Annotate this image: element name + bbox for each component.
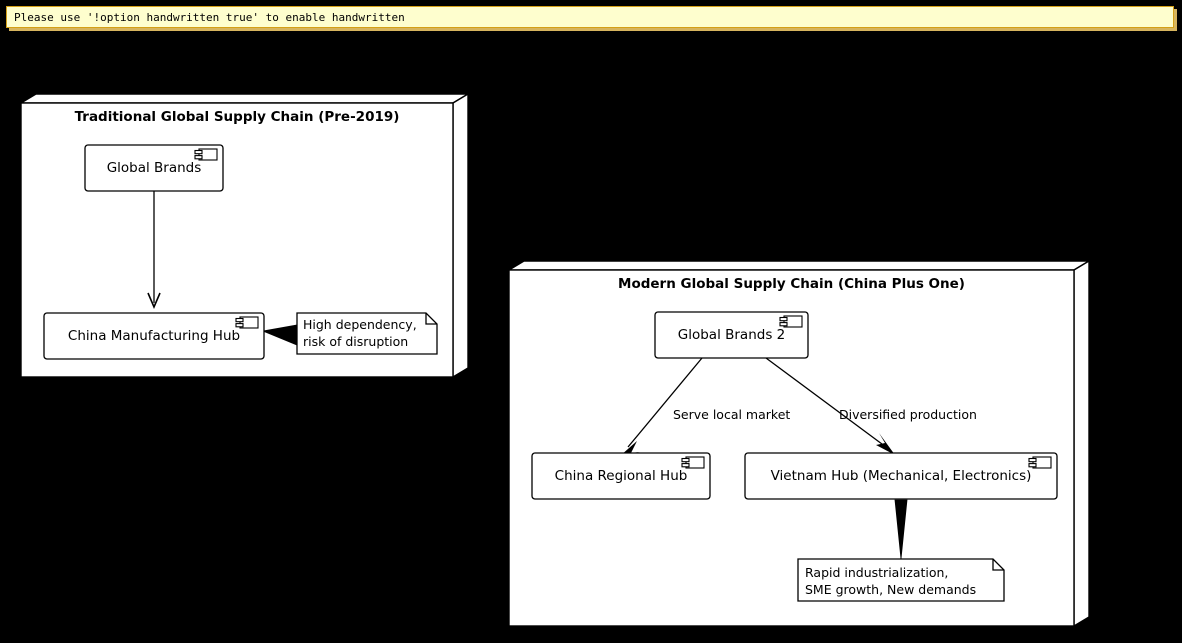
component-china-regional-hub-shape xyxy=(531,452,711,500)
component-global-brands-shape xyxy=(84,144,224,192)
component-vietnam-hub-shape xyxy=(744,452,1058,500)
component-label-china-manufacturing-hub[interactable]: China Manufacturing Hub xyxy=(67,328,241,344)
package-title-traditional: Traditional Global Supply Chain (Pre-201… xyxy=(74,109,400,125)
edge-globalbrands2-to-chinaregional xyxy=(620,357,703,456)
component-china-manufacturing-hub-shape xyxy=(43,312,265,360)
edge-globalbrands2-to-vietnamhub xyxy=(765,357,895,455)
note-text-high-dependency-line1: High dependency, xyxy=(303,317,417,332)
note-connector-rapid-industrialization xyxy=(894,499,908,560)
note-text-rapid-industrialization-line1: Rapid industrialization, xyxy=(805,565,949,580)
component-label-china-regional-hub[interactable]: China Regional Hub xyxy=(554,468,688,484)
warning-banner-text: Please use '!option handwritten true' to… xyxy=(14,11,405,24)
package-title-modern: Modern Global Supply Chain (China Plus O… xyxy=(618,276,965,292)
note-high-dependency-shape xyxy=(296,312,438,355)
handwritten-warning-banner: Please use '!option handwritten true' to… xyxy=(6,6,1174,28)
note-text-rapid-industrialization-line2: SME growth, New demands xyxy=(805,582,977,597)
edge-label-diversified-production: Diversified production xyxy=(839,407,977,422)
note-rapid-industrialization-shape xyxy=(797,558,1005,602)
edge-globalbrands-to-chinahub xyxy=(147,191,161,310)
note-text-high-dependency-line2: risk of disruption xyxy=(303,334,409,349)
component-label-global-brands[interactable]: Global Brands xyxy=(106,160,202,176)
component-global-brands-2-shape xyxy=(654,311,809,359)
edge-label-serve-local-market: Serve local market xyxy=(673,407,791,422)
component-label-global-brands-2[interactable]: Global Brands 2 xyxy=(677,327,786,343)
component-label-vietnam-hub[interactable]: Vietnam Hub (Mechanical, Electronics) xyxy=(770,468,1032,484)
